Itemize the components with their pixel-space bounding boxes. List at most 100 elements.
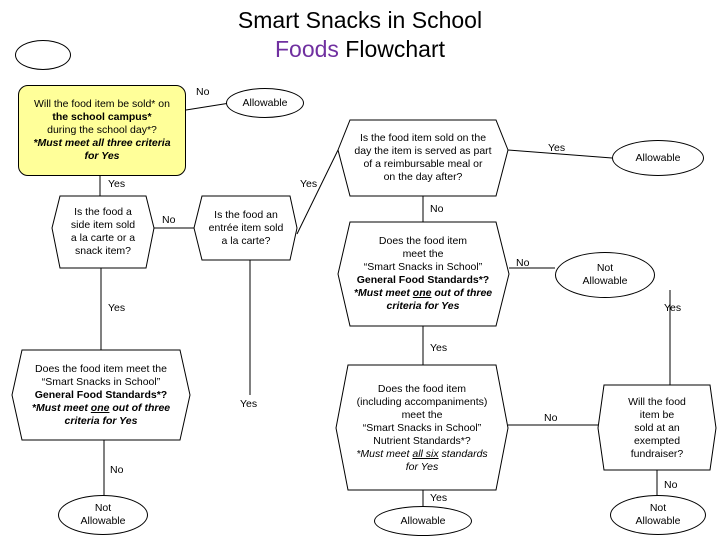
- label-no-general-mid: No: [516, 257, 530, 269]
- q-sold-line4: *Must meet all three criteria: [33, 137, 171, 149]
- hex-general-mid-shape: [337, 221, 510, 327]
- q-reimb-line4: on the day after?: [383, 171, 463, 183]
- q-nut-line1: Does the food item: [377, 382, 467, 395]
- q-nut-line6-post: standards: [438, 447, 488, 460]
- q-nut-line2: (including accompaniments): [356, 395, 488, 408]
- q-reimb-line3: of a reimbursable meal or: [363, 158, 483, 170]
- q-gmid-line4: General Food Standards*?: [356, 274, 490, 286]
- q-side-line1: Is the food a: [74, 206, 132, 218]
- label-no-side: No: [162, 214, 176, 226]
- label-yes-far-right: Yes: [664, 302, 682, 314]
- label-yes-nutrient: Yes: [430, 492, 448, 504]
- label-no-nutrient: No: [544, 412, 558, 424]
- q-gleft-line1: Does the food item meet the: [35, 362, 167, 375]
- question-entree-item: Is the food an entrée item sold a la car…: [198, 198, 294, 258]
- q-gleft-line4-pre: *Must meet: [31, 401, 91, 414]
- q-side-line4: snack item?: [74, 245, 132, 257]
- page-title: Smart Snacks in School Foods Flowchart: [195, 6, 525, 64]
- label-no-reimb: No: [430, 203, 444, 215]
- not-allowable-right-line1: Not: [649, 502, 667, 514]
- allowable-bottom-text: Allowable: [400, 514, 446, 527]
- label-yes-side-down: Yes: [108, 302, 126, 314]
- q-sold-line3: during the school day*?: [47, 124, 157, 136]
- label-yes-reimb-right: Yes: [548, 142, 566, 154]
- q-gleft-line4-post: out of three: [109, 401, 171, 414]
- hex-reimb-shape: [337, 119, 509, 197]
- question-general-standards-left: Does the food item meet the “Smart Snack…: [18, 354, 184, 436]
- q-gleft-line4-u: one: [90, 401, 110, 414]
- q-gmid-line2: meet the: [402, 248, 444, 260]
- allowable-top-text: Allowable: [242, 96, 288, 109]
- hex-nutrient-shape: [335, 364, 509, 491]
- q-gmid-line6: criteria for Yes: [386, 300, 460, 312]
- q-side-line2: side item sold: [70, 219, 136, 231]
- not-allowable-left-line1: Not: [94, 502, 112, 514]
- label-yes-left: Yes: [108, 178, 126, 190]
- q-side-line3: a la carte or a: [70, 232, 136, 244]
- q-entree-line3: a la carte?: [221, 234, 271, 247]
- q-fund-line3: sold at an: [634, 421, 680, 434]
- result-allowable-right: Allowable: [612, 140, 704, 176]
- q-nut-line3: meet the: [401, 408, 443, 421]
- hex-general-left-shape: [11, 349, 191, 441]
- q-entree-line2: entrée item sold: [208, 221, 284, 234]
- q-sold-line5: for Yes: [84, 150, 120, 162]
- question-nutrient-standards: Does the food item (including accompanim…: [342, 370, 502, 486]
- q-nut-line6-u: all six: [412, 447, 439, 460]
- q-gmid-line5: *Must meet one out of three: [354, 287, 492, 300]
- label-no-general-left: No: [110, 464, 124, 476]
- result-allowable-bottom: Allowable: [374, 506, 472, 536]
- not-allowable-left-line2: Allowable: [80, 515, 126, 527]
- result-not-allowable-right: Not Allowable: [610, 495, 706, 535]
- q-gleft-line3: General Food Standards*?: [34, 388, 168, 401]
- question-reimbursable-meal: Is the food item sold on the day the ite…: [346, 122, 500, 194]
- label-yes-general-mid: Yes: [430, 342, 448, 354]
- hex-entree-shape: [193, 195, 298, 261]
- not-allowable-right-line2: Allowable: [635, 515, 681, 527]
- question-general-standards-mid: Does the food item meet the “Smart Snack…: [344, 226, 502, 322]
- q-sold-line1: Will the food item be sold* on: [34, 98, 170, 110]
- hex-fundraiser-shape: [597, 384, 717, 471]
- q-gleft-line4: *Must meet one out of three: [32, 402, 170, 415]
- q-nut-line4: “Smart Snacks in School”: [362, 421, 482, 434]
- q-fund-line1: Will the food: [628, 395, 686, 408]
- label-yes-mid-top: Yes: [300, 178, 318, 190]
- q-gleft-line2: “Smart Snacks in School”: [41, 375, 161, 388]
- q-gmid-line3: “Smart Snacks in School”: [363, 261, 483, 273]
- q-sold-line2: the school campus*: [52, 111, 152, 123]
- q-fund-line2: item be: [639, 408, 675, 421]
- q-nut-line6: *Must meet all six standards: [356, 448, 487, 461]
- question-exempted-fundraiser: Will the food item be sold at an exempte…: [602, 390, 712, 466]
- allowable-right-text: Allowable: [635, 151, 681, 164]
- title-line1: Smart Snacks in School: [237, 7, 483, 33]
- not-allowable-mid-line2: Allowable: [582, 275, 628, 287]
- q-gmid-line5-u: one: [412, 287, 432, 299]
- question-side-item: Is the food a side item sold a la carte …: [56, 198, 150, 266]
- q-gmid-line5-post: out of three: [431, 287, 493, 299]
- not-allowable-mid-line1: Not: [596, 262, 614, 274]
- q-nut-line7: for Yes: [405, 460, 439, 473]
- q-gleft-line5: criteria for Yes: [64, 414, 138, 427]
- q-reimb-line2: day the item is served as part: [354, 145, 492, 157]
- label-no-top: No: [196, 86, 210, 98]
- q-fund-line4: exempted: [633, 434, 681, 447]
- q-entree-line1: Is the food an: [214, 208, 278, 221]
- q-gmid-line1: Does the food item: [378, 235, 468, 247]
- q-fund-line5: fundraiser?: [630, 447, 684, 460]
- logo-seal: [15, 40, 71, 70]
- title-rest: Flowchart: [338, 36, 446, 62]
- result-not-allowable-mid: Not Allowable: [555, 252, 655, 298]
- result-allowable-top: Allowable: [226, 88, 304, 118]
- question-sold-on-campus: Will the food item be sold* on the schoo…: [18, 85, 186, 176]
- result-not-allowable-left: Not Allowable: [58, 495, 148, 535]
- title-accent: Foods: [274, 36, 339, 62]
- hex-side-shape: [51, 195, 155, 269]
- label-yes-entree-down: Yes: [240, 398, 258, 410]
- q-nut-line6-pre: *Must meet: [356, 447, 413, 460]
- q-gmid-line5-pre: *Must meet: [353, 287, 413, 299]
- q-nut-line5: Nutrient Standards*?: [373, 434, 471, 447]
- title-line2: Foods Flowchart: [195, 35, 525, 64]
- label-no-fundraiser: No: [664, 479, 678, 491]
- q-reimb-line1: Is the food item sold on the: [359, 132, 487, 144]
